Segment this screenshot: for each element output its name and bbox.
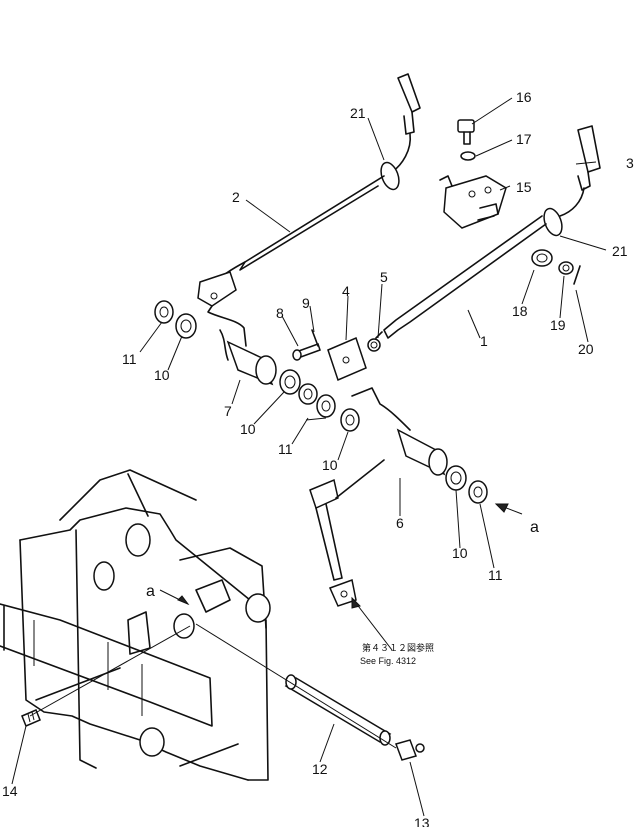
collar-10-mid xyxy=(279,369,301,395)
callout-8: 8 xyxy=(276,305,284,321)
callout-4: 4 xyxy=(342,283,350,299)
bushing-11-mid-a xyxy=(298,383,318,405)
view-label-left: a xyxy=(146,583,155,600)
callout-6: 6 xyxy=(396,515,404,531)
grease-fitting-13 xyxy=(395,739,425,761)
bushing-11-left xyxy=(154,300,174,324)
callout-21-b: 21 xyxy=(612,243,628,259)
collar-10-right-a xyxy=(340,408,360,432)
washer-17 xyxy=(460,151,476,161)
bracket-15 xyxy=(439,175,507,229)
lever-shaft-7 xyxy=(219,329,277,386)
nut-19 xyxy=(558,261,574,275)
nut-5 xyxy=(367,338,381,352)
callout-11-a: 11 xyxy=(122,351,137,367)
callout-17: 17 xyxy=(516,131,532,147)
callout-numbers: 1 2 3 4 5 6 7 8 9 10 10 10 10 11 11 11 1… xyxy=(2,89,634,827)
view-label-right: a xyxy=(530,519,539,536)
lever-1 xyxy=(375,125,601,339)
transmission-housing xyxy=(0,469,271,781)
callout-1: 1 xyxy=(480,333,488,349)
bushing-11-mid-b xyxy=(316,394,336,418)
callout-10-a: 10 xyxy=(154,367,170,383)
bushing-18 xyxy=(531,249,553,267)
plug-14 xyxy=(21,709,41,727)
callout-21-a: 21 xyxy=(350,105,366,121)
leader-lines xyxy=(29,503,523,749)
callout-3: 3 xyxy=(626,155,634,171)
callout-20: 20 xyxy=(578,341,594,357)
callout-9: 9 xyxy=(302,295,310,311)
joint-4 xyxy=(327,336,367,382)
reference-note-jp: 第４３１２図参照 xyxy=(362,642,434,653)
lever-2 xyxy=(197,73,421,347)
link-rod xyxy=(309,459,385,607)
callout-7: 7 xyxy=(224,403,232,419)
collar-10-left xyxy=(175,313,197,339)
callout-10-c: 10 xyxy=(322,457,338,473)
callout-10-b: 10 xyxy=(240,421,256,437)
callout-2: 2 xyxy=(232,189,240,205)
lever-shaft-6 xyxy=(351,387,448,476)
callout-15: 15 xyxy=(516,179,532,195)
callout-13: 13 xyxy=(414,815,430,827)
pin-8 xyxy=(292,343,321,361)
callout-14: 14 xyxy=(2,783,18,799)
callout-16: 16 xyxy=(516,89,532,105)
reference-note-en: See Fig. 4312 xyxy=(360,656,416,666)
callout-leaders xyxy=(11,97,607,817)
collar-10-right-b xyxy=(445,465,467,491)
callout-12: 12 xyxy=(312,761,328,777)
pin-20 xyxy=(573,265,581,285)
callout-11-c: 11 xyxy=(488,567,503,583)
bushing-11-right xyxy=(468,480,488,504)
callout-19: 19 xyxy=(550,317,566,333)
bolt-16 xyxy=(457,119,475,145)
shaft-12 xyxy=(284,674,392,746)
callout-10-d: 10 xyxy=(452,545,468,561)
callout-5: 5 xyxy=(380,269,388,285)
cotter-9 xyxy=(311,329,319,347)
callout-11-b: 11 xyxy=(278,441,293,457)
callout-18: 18 xyxy=(512,303,528,319)
